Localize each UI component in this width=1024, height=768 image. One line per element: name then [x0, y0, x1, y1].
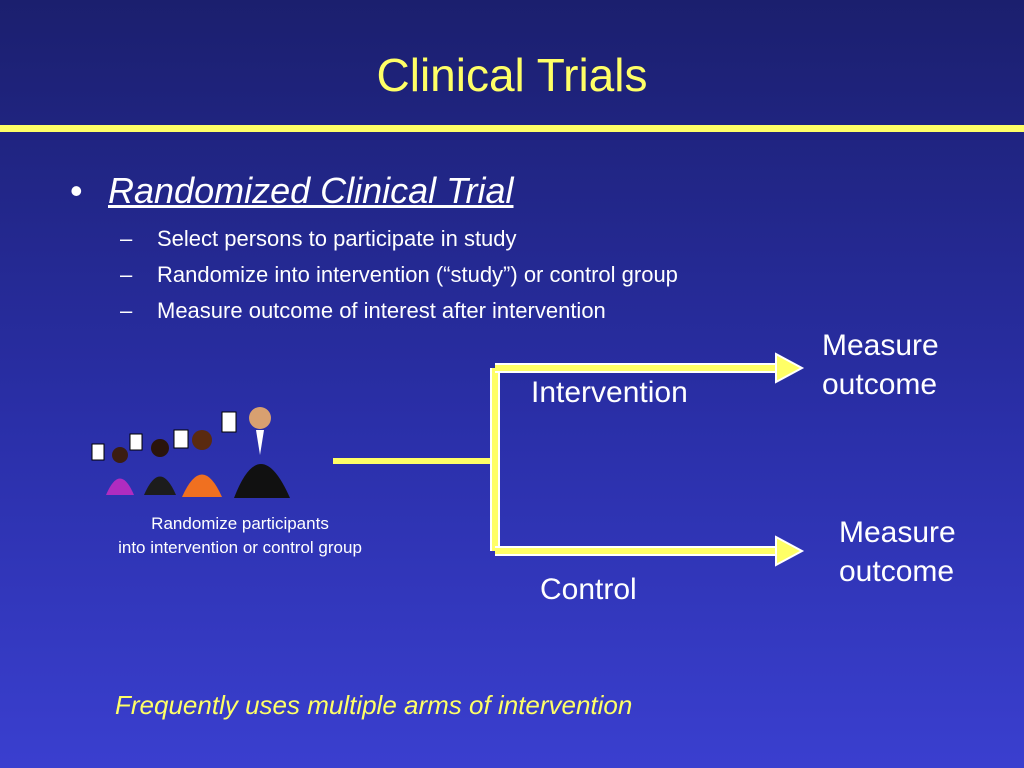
sub-bullet-text: Select persons to participate in study [157, 226, 517, 251]
top-arrowhead [775, 352, 805, 384]
slide-title: Clinical Trials [376, 49, 648, 101]
top-outcome-label: Measure outcome [822, 326, 939, 404]
sub-bullet-text: Randomize into intervention (“study”) or… [157, 262, 678, 287]
top-outcome-line1: Measure [822, 329, 939, 362]
top-outcome-line2: outcome [822, 368, 938, 401]
bottom-arrowhead [775, 535, 805, 567]
sub-bullet-dash: – [120, 262, 133, 287]
bottom-outcome-line1: Measure [839, 516, 956, 549]
sub-bullet-3: –Measure outcome of interest after inter… [120, 298, 606, 324]
caption-line2: into intervention or control group [118, 537, 362, 557]
sub-bullet-dash: – [120, 226, 133, 251]
randomize-caption: Randomize participants into intervention… [90, 512, 390, 560]
control-label: Control [540, 573, 637, 606]
sub-bullet-text: Measure outcome of interest after interv… [157, 298, 606, 323]
intervention-label: Intervention [531, 376, 688, 409]
bottom-outcome-line2: outcome [839, 555, 955, 588]
main-bullet: Randomized Clinical Trial [108, 170, 514, 211]
bottom-outcome-label: Measure outcome [839, 513, 956, 591]
bullet-dot: • [70, 170, 83, 211]
sub-bullet-1: –Select persons to participate in study [120, 226, 517, 252]
sub-bullet-2: –Randomize into intervention (“study”) o… [120, 262, 678, 288]
sub-bullet-dash: – [120, 298, 133, 323]
people-voting-clipart [91, 407, 290, 498]
title-divider [0, 125, 1024, 132]
footer-note: Frequently uses multiple arms of interve… [115, 690, 633, 720]
caption-line1: Randomize participants [151, 514, 329, 533]
